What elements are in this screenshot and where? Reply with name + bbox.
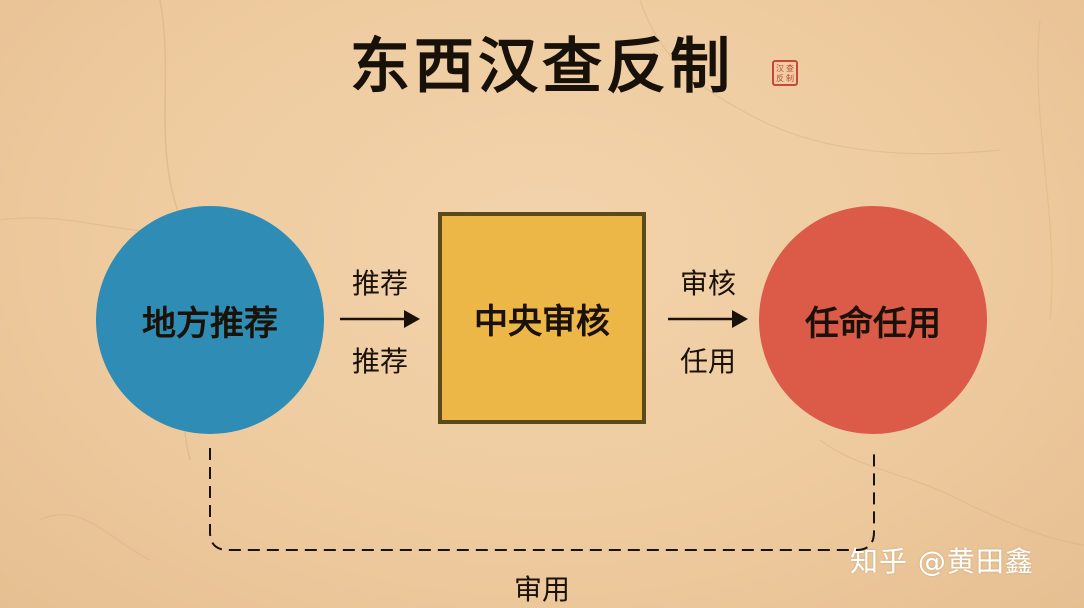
node-label: 中央审核	[474, 301, 610, 342]
edge-2-label-bottom: 任用	[679, 345, 736, 378]
arrow-right-icon	[340, 310, 420, 328]
node-appointment: 任命任用	[759, 206, 987, 434]
watermark: 知乎 @黄田鑫	[850, 545, 1034, 578]
seal-char: 汉	[776, 63, 784, 73]
edge-1-label-bottom: 推荐	[351, 345, 408, 378]
seal-char: 查	[786, 63, 794, 73]
node-label: 地方推荐	[142, 303, 278, 344]
page-title: 东西汉查反制	[350, 32, 734, 102]
seal-stamp: 汉 查 反 制	[772, 60, 798, 86]
seal-char: 制	[786, 73, 794, 83]
edge-1-label-top: 推荐	[351, 267, 408, 300]
feedback-label: 审用	[513, 573, 570, 606]
feedback-dashed-connector	[209, 448, 875, 551]
seal-char: 反	[776, 73, 784, 83]
edge-2-label-top: 审核	[679, 267, 736, 300]
node-local-recommendation: 地方推荐	[96, 206, 324, 434]
node-central-review: 中央审核	[438, 212, 646, 424]
node-label: 任命任用	[805, 303, 941, 344]
arrow-right-icon	[668, 310, 748, 328]
